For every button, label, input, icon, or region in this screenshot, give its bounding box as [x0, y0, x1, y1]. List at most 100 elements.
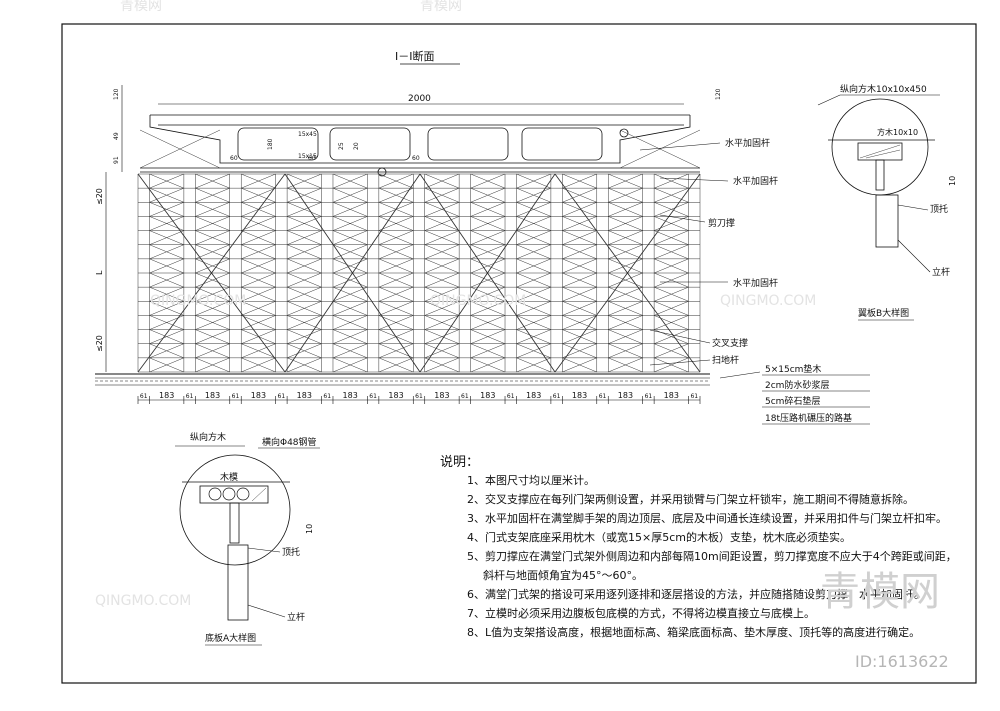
cross-brace: [195, 258, 230, 274]
bay-dimension: 183: [205, 391, 220, 400]
cross-brace: [241, 258, 276, 274]
detail-a-timber: [199, 485, 269, 504]
cross-brace: [562, 173, 597, 189]
cross-brace: [562, 357, 597, 373]
scissor-brace: [137, 173, 286, 373]
ground-line: [95, 373, 710, 386]
note-3: 3、水平加固杆在满堂脚手架的周边顶层、底层及中间通长连续设置，并采用扣件与门架立…: [467, 511, 947, 525]
cross-brace: [654, 230, 689, 245]
cross-brace: [424, 329, 460, 344]
cross-brace: [608, 216, 643, 231]
cross-brace: [195, 301, 230, 316]
bay-dimension: 183: [526, 391, 541, 400]
cross-brace: [424, 244, 460, 260]
bay-dimension: 183: [159, 391, 174, 400]
detail-a-dim: 10: [305, 524, 314, 534]
cross-brace: [332, 230, 368, 245]
watermark-id: ID:1613622: [855, 652, 949, 671]
cross-brace: [195, 202, 230, 217]
cross-brace: [287, 244, 322, 260]
detail-a-post-label: 立杆: [287, 611, 305, 623]
cross-brace: [149, 286, 184, 302]
cross-brace: [241, 187, 276, 203]
cross-brace: [287, 272, 322, 288]
cross-brace: [241, 357, 276, 373]
cross-brace: [195, 216, 230, 231]
cross-brace: [149, 357, 184, 373]
cross-brace: [654, 272, 689, 288]
scissor-brace: [554, 173, 701, 373]
cross-brace: [241, 286, 276, 302]
cross-brace: [608, 329, 643, 344]
bay-dimension: 61: [553, 393, 561, 400]
height-label: ≤20: [95, 188, 104, 205]
cross-brace: [149, 244, 184, 260]
note-8: 8、L值为支架搭设高度，根据地面标高、箱梁底面标高、垫木厚度、顶托等的高度进行确…: [467, 625, 920, 639]
watermark-site: QINGMO.COM: [430, 293, 526, 309]
cross-brace: [378, 343, 414, 359]
bay-dimension: 61: [140, 393, 148, 400]
callout-sweep-bar: 扫地杆: [712, 354, 739, 366]
cross-brace: [608, 343, 643, 359]
bay-dimension: 183: [251, 391, 266, 400]
layer-mortar: 2cm防水砂浆层: [765, 379, 829, 391]
cross-brace: [149, 230, 184, 245]
cross-brace: [149, 343, 184, 359]
bay-dimension: 183: [297, 391, 312, 400]
section-title: I－I断面: [395, 49, 435, 63]
notes: 说明： 1、本图尺寸均以厘米计。 2、交叉支撑应在每列门架两侧设置，并采用锁臂与…: [440, 455, 957, 639]
cross-brace: [470, 343, 506, 359]
cross-brace: [241, 244, 276, 260]
callout-scissor: 剪刀撑: [708, 217, 735, 229]
cross-brace: [424, 216, 460, 231]
door-frame-scaffold: [137, 129, 701, 373]
bay-dimension: 61: [690, 393, 698, 400]
layer-sleeper: 5×15cm垫木: [765, 363, 821, 375]
detail-b-jack: 顶托: [930, 203, 948, 215]
callout-leaders: [639, 142, 729, 366]
detail-a-jack: 顶托: [282, 546, 300, 558]
cross-brace: [654, 258, 689, 274]
cross-brace: [562, 329, 597, 344]
cross-brace: [287, 315, 322, 330]
end-brace: [139, 129, 221, 169]
cross-brace: [195, 230, 230, 245]
cross-brace: [654, 286, 689, 302]
watermarks: QINGMO.COM QINGMO.COM QINGMO.COM QINGMO.…: [95, 0, 949, 671]
note-5: 5、剪刀撑应在满堂门式架外侧周边和内部每隔10m间距设置，剪刀撑宽度不应大于4个…: [467, 549, 957, 563]
cross-brace: [332, 216, 368, 231]
cross-brace: [608, 244, 643, 260]
cross-brace: [241, 173, 276, 189]
box-girder: [140, 114, 700, 177]
cross-brace: [608, 258, 643, 274]
cross-brace: [516, 301, 551, 316]
bay-dimension: 183: [434, 391, 449, 400]
detail-b-top-label: 纵向方木10x10x450: [840, 83, 927, 95]
cross-brace: [516, 329, 551, 344]
cross-brace: [287, 286, 322, 302]
cross-brace: [608, 230, 643, 245]
watermark-site: QINGMO.COM: [150, 293, 246, 309]
layer-subgrade: 18t压路机碾压的路基: [765, 412, 852, 424]
detail-b-title: 翼板B大样图: [858, 307, 909, 319]
callout-h-bar-mid: 水平加固杆: [733, 175, 778, 187]
cross-brace: [424, 315, 460, 330]
callout-h-bar-low: 水平加固杆: [733, 277, 778, 289]
bay-dimension: 61: [599, 393, 607, 400]
cross-brace: [654, 202, 689, 217]
cross-brace: [608, 315, 643, 330]
cross-brace: [241, 343, 276, 359]
cross-brace: [516, 315, 551, 330]
cross-brace: [470, 329, 506, 344]
cross-brace: [654, 315, 689, 330]
cross-brace: [470, 230, 506, 245]
cross-brace: [378, 244, 414, 260]
cross-brace: [287, 230, 322, 245]
cross-brace: [470, 301, 506, 316]
cross-brace: [654, 357, 689, 373]
cross-brace: [378, 216, 414, 231]
